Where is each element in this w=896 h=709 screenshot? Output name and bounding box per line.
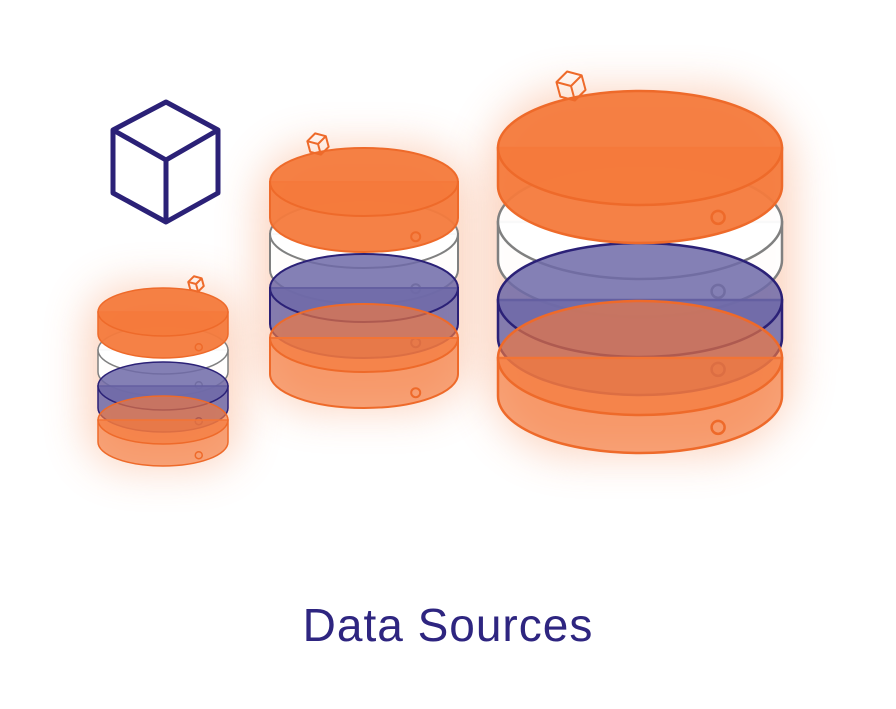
disk-layer: [97, 395, 229, 467]
database-icon: [269, 147, 459, 409]
disk-layer: [269, 303, 459, 409]
cube-icon: [306, 132, 330, 156]
database-icon: [496, 89, 784, 455]
database-icon: [97, 287, 229, 467]
indicator-dot: [710, 419, 726, 436]
disk-layer: [496, 89, 784, 245]
indicator-dot: [410, 231, 422, 243]
cube-icon: [555, 70, 587, 102]
cube-icon: [110, 99, 221, 225]
caption-title: Data Sources: [302, 599, 594, 651]
indicator-dot: [194, 450, 203, 460]
disk-layer: [97, 287, 229, 359]
cube-icon: [187, 275, 205, 293]
indicator-dot: [194, 342, 203, 352]
indicator-dot: [710, 209, 726, 226]
indicator-dot: [410, 387, 422, 399]
disk-layer: [269, 147, 459, 253]
disk-layer: [496, 299, 784, 455]
